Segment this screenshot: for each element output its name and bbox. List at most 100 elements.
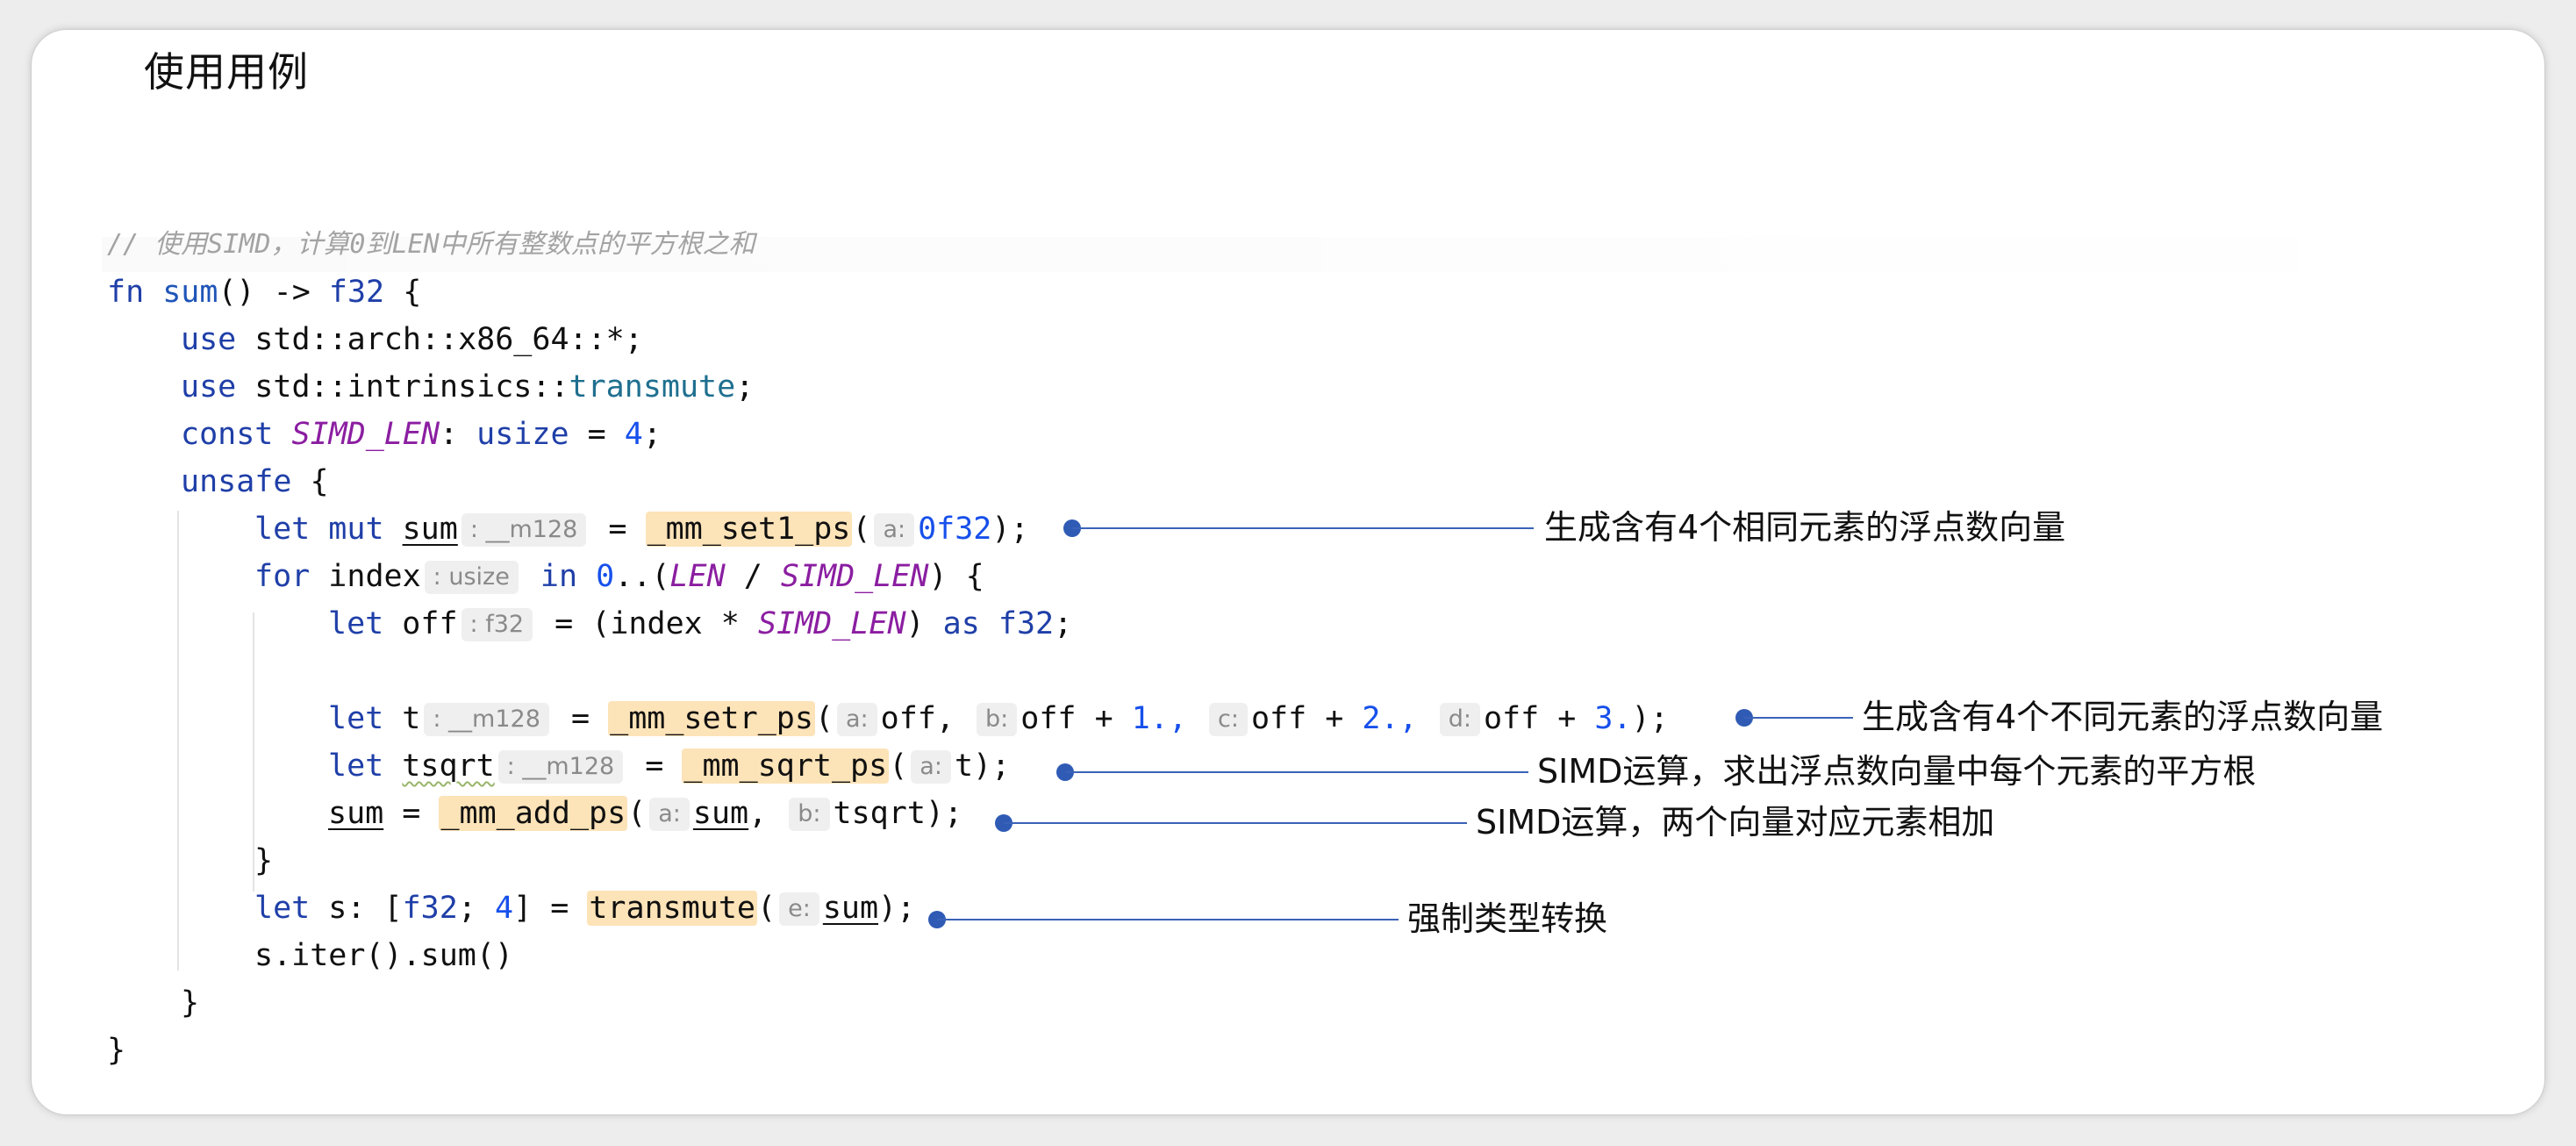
code-token: ); (1631, 701, 1669, 736)
annotation-add: SIMD运算，两个向量对应元素相加 (1476, 803, 1995, 842)
code-token: [ (383, 891, 403, 926)
type-name: f32 (998, 606, 1055, 641)
indent-guide (177, 511, 179, 971)
param-hint: e: (779, 892, 819, 926)
code-line-use-transmute: use std::intrinsics::transmute; (181, 363, 754, 411)
return-type: f32 (328, 275, 385, 310)
code-token: off + (1250, 701, 1344, 736)
variable-name: sum (822, 891, 879, 926)
code-token: () -> (218, 275, 311, 310)
annotation-line (1072, 527, 1534, 529)
code-token: ( (889, 748, 908, 784)
code-token: = (608, 512, 627, 547)
code-line-let-sum: let mut sum: __m128 = _mm_set1_ps(a:0f32… (254, 505, 1029, 553)
keyword-let: let (328, 606, 384, 641)
variable-name: s: (328, 891, 366, 926)
annotation-sqrt: SIMD运算，求出浮点数向量中每个元素的平方根 (1537, 752, 2257, 791)
code-token: off, (880, 701, 955, 736)
keyword-use: use (181, 369, 237, 405)
type-hint: : usize (424, 561, 519, 594)
intrinsic-call: _mm_set1_ps (645, 512, 853, 547)
code-token: t (954, 748, 974, 784)
param-hint: d: (1439, 703, 1480, 736)
code-token: = (index * (555, 606, 740, 641)
keyword-unsafe: unsafe (181, 464, 292, 499)
code-token: ; (642, 417, 662, 452)
keyword-for: for (254, 559, 311, 594)
code-token: = (570, 701, 590, 736)
param-hint: a: (837, 703, 877, 736)
code-comment: // 使用SIMD，计算0到LEN中所有整数点的平方根之和 (107, 229, 755, 260)
code-token: ( (814, 701, 834, 736)
use-path: std::arch::x86_64::*; (254, 322, 643, 357)
constant-name: SIMD_LEN (757, 606, 906, 641)
code-line-const: const SIMD_LEN: usize = 4; (181, 411, 662, 458)
type-hint: : f32 (461, 608, 533, 641)
annotation-line (1744, 717, 1853, 719)
use-path: std::intrinsics:: (254, 369, 569, 405)
code-line-let-tsqrt: let tsqrt: __m128 = _mm_sqrt_ps(a:t); (328, 742, 1010, 790)
type-name: f32 (402, 891, 458, 926)
param-hint: a: (911, 750, 951, 784)
keyword-fn: fn (107, 275, 145, 310)
intrinsic-call: _mm_setr_ps (608, 701, 815, 736)
annotation-line (1065, 771, 1528, 773)
type-hint: : __m128 (497, 750, 624, 784)
code-token: { (310, 464, 329, 499)
type-hint: : __m128 (461, 513, 587, 547)
variable-name: index (328, 559, 421, 594)
annotation-line (937, 919, 1399, 920)
code-token: ) { (928, 559, 984, 594)
code-token: = (402, 796, 421, 831)
code-token: ; (735, 369, 755, 405)
code-token: off + (1020, 701, 1113, 736)
variable-name: off (402, 606, 458, 641)
code-token: / (743, 559, 762, 594)
code-token: ] = (513, 891, 569, 926)
code-line-fn-signature: fn sum() -> f32 { (107, 269, 421, 316)
number-literal: 4 (494, 891, 514, 926)
code-line-for: for index: usize in 0..(LEN / SIMD_LEN) … (254, 553, 984, 600)
constant-name: LEN (669, 559, 726, 594)
code-token: ); (973, 748, 1011, 784)
annotation-setr: 生成含有4个不同元素的浮点数向量 (1862, 698, 2384, 736)
variable-name: tsqrt (402, 748, 495, 784)
code-line-unsafe: unsafe { (181, 458, 329, 505)
param-hint: b: (789, 798, 830, 831)
number-literal: 1., (1131, 701, 1187, 736)
type-name: usize (476, 417, 569, 452)
number-literal: 2., (1362, 701, 1418, 736)
keyword-let: let (328, 701, 384, 736)
code-token: ) (905, 606, 925, 641)
keyword-use: use (181, 322, 237, 357)
use-item: transmute (569, 369, 736, 405)
number-literal: 0f32 (918, 512, 992, 547)
annotation-line (1004, 822, 1467, 824)
keyword-in: in (540, 559, 578, 594)
code-token: off + (1483, 701, 1577, 736)
keyword-let: let (254, 512, 311, 547)
number-literal: 4 (624, 417, 643, 452)
code-token: { (403, 275, 422, 310)
param-hint: b: (977, 703, 1018, 736)
code-line-let-t: let t: __m128 = _mm_setr_ps(a:off, b:off… (328, 695, 1669, 742)
code-token: = (587, 417, 606, 452)
param-hint: a: (874, 513, 915, 547)
keyword-let: let (328, 748, 384, 784)
code-token: ); (878, 891, 916, 926)
code-line-close-unsafe: } (181, 985, 200, 1021)
code-token: ( (627, 796, 647, 831)
keyword-mut: mut (328, 512, 384, 547)
code-token: ); (925, 796, 963, 831)
code-token: ; (1054, 606, 1073, 641)
keyword-const: const (181, 417, 274, 452)
code-line-close-fn: } (107, 1033, 126, 1068)
code-line-use-arch: use std::arch::x86_64::*; (181, 316, 643, 363)
code-line-let-s: let s: [f32; 4] = transmute(e:sum); (254, 885, 915, 932)
code-line-sum-add: sum = _mm_add_ps(a:sum, b:tsqrt); (328, 790, 962, 837)
slide-card: 使用用例 // 使用SIMD，计算0到LEN中所有整数点的平方根之和 fn su… (32, 30, 2544, 1114)
code-token: ( (757, 891, 776, 926)
variable-name: sum (328, 796, 384, 831)
code-line-close-for: } (254, 843, 274, 878)
code-token: , (748, 796, 768, 831)
